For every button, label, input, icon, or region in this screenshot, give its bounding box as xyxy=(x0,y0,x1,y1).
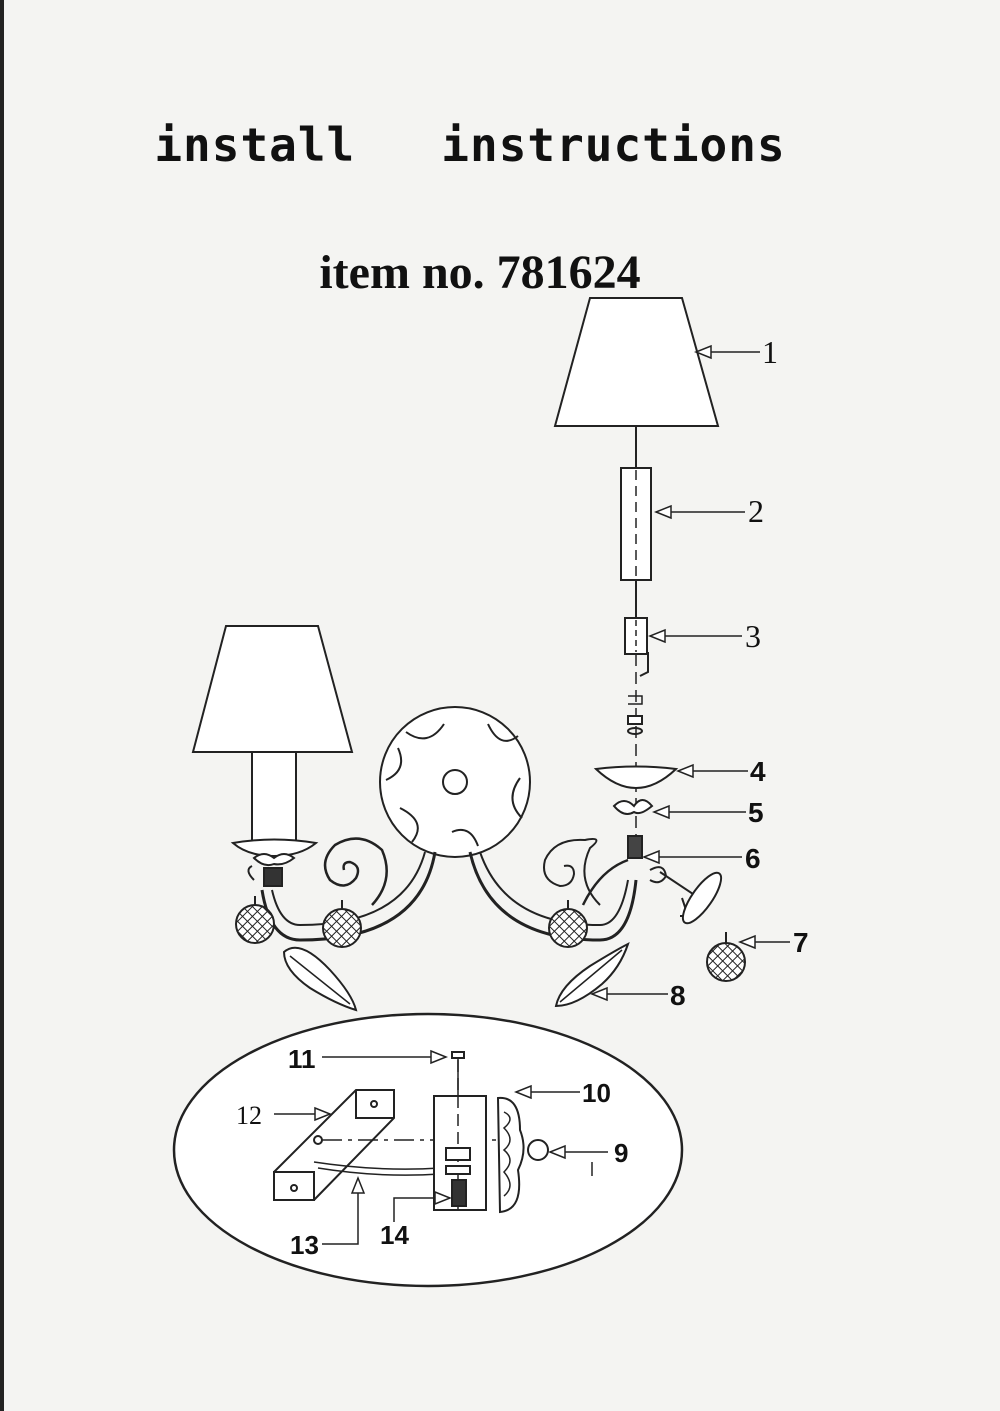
callout-8: 8 xyxy=(670,980,686,1011)
callout-4: 4 xyxy=(750,756,766,787)
callout-13: 13 xyxy=(290,1230,319,1260)
page-title: install instructions xyxy=(154,118,786,172)
callout-7: 7 xyxy=(793,927,809,958)
lamp-shade-exploded xyxy=(553,297,720,427)
lamp-shade-left xyxy=(191,625,354,753)
scroll-left xyxy=(323,837,388,906)
crystal-pendant-left-1 xyxy=(235,904,275,944)
callout-5: 5 xyxy=(748,797,764,828)
crystal-pendant-right-2 xyxy=(706,942,746,982)
callout-12: 12 xyxy=(236,1101,262,1130)
power-wire xyxy=(313,1161,441,1170)
callout-14: 14 xyxy=(380,1220,409,1250)
drip-cup xyxy=(593,765,679,790)
nipple-14 xyxy=(451,1179,467,1207)
callout-2: 2 xyxy=(748,493,764,529)
finial-knob xyxy=(527,1139,549,1161)
decorative-plate xyxy=(496,1096,525,1214)
crystal-pendant-right-1 xyxy=(548,908,588,948)
item-number: item no. 781624 xyxy=(319,246,641,299)
candle-left xyxy=(251,751,297,843)
crystal-pendant-left-2 xyxy=(322,908,362,948)
flower-bobeche xyxy=(612,799,654,815)
washer xyxy=(627,727,643,735)
scan-edge xyxy=(0,0,4,1411)
nut xyxy=(627,715,643,725)
arm-right xyxy=(468,851,638,942)
mounting-detail-callout xyxy=(172,1012,684,1288)
callout-1: 1 xyxy=(762,334,778,370)
callout-11: 11 xyxy=(288,1044,316,1074)
scroll-right xyxy=(543,838,601,906)
callout-6: 6 xyxy=(745,843,761,874)
callout-10: 10 xyxy=(582,1078,611,1108)
callout-9: 9 xyxy=(614,1138,628,1168)
wall-rosette xyxy=(379,706,531,858)
drip-cup-left xyxy=(230,838,319,858)
threaded-stem xyxy=(627,835,643,859)
callout-3: 3 xyxy=(745,618,761,654)
crystal-disc xyxy=(681,871,723,925)
